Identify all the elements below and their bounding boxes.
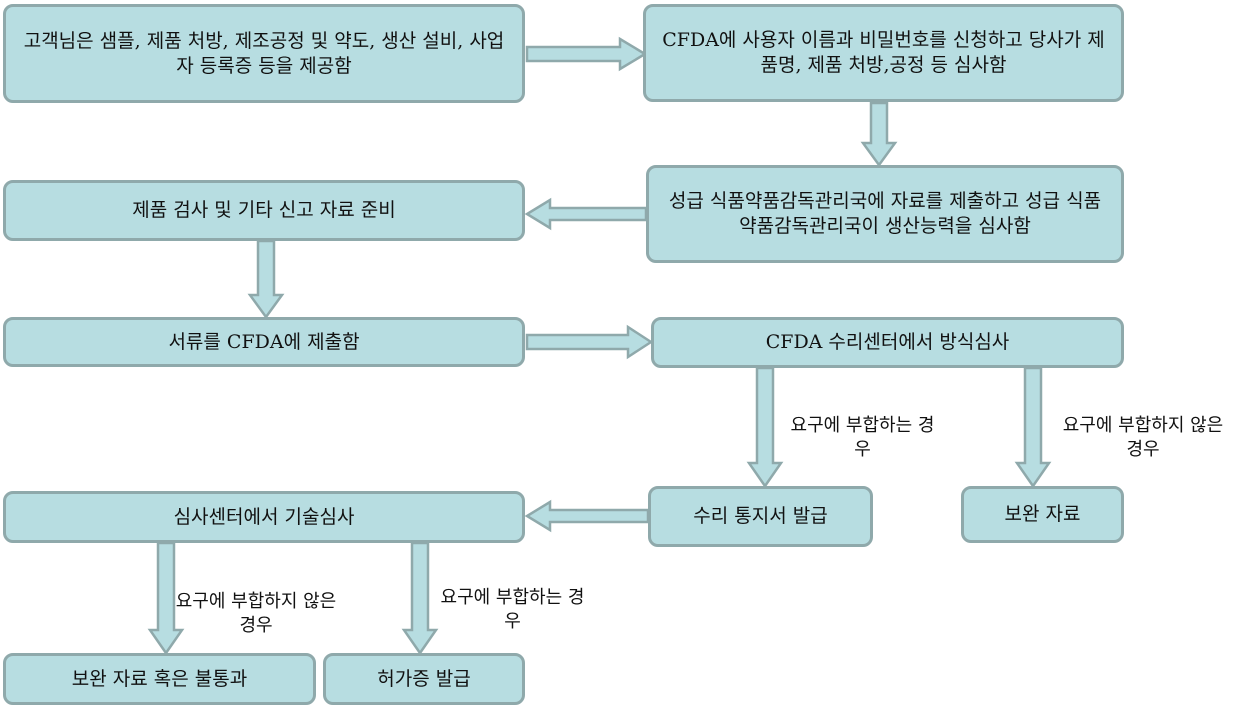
arrow-b9-to-b10 [147, 541, 185, 656]
arrow-b7-to-b9 [524, 499, 650, 533]
step-provincial-submission: 성급 식품약품감독관리국에 자료를 제출하고 성급 식품약품감독관리국이 생산능… [646, 165, 1124, 263]
step-technical-review: 심사센터에서 기술심사 [3, 491, 525, 543]
label-not-meet-requirements: 요구에 부합하지 않은 경우 [1062, 415, 1224, 461]
step-cfda-account-review: CFDA에 사용자 이름과 비밀번호를 신청하고 당사가 제품명, 제품 처방,… [643, 4, 1124, 102]
step-prepare-documents: 제품 검사 및 기타 신고 자료 준비 [3, 180, 525, 241]
step-submit-to-cfda: 서류를 CFDA에 제출함 [3, 317, 525, 367]
step-supplement-materials: 보완 자료 [961, 486, 1124, 543]
label-meets-requirements: 요구에 부합하는 경우 [790, 415, 935, 461]
step-supplement-or-fail: 보완 자료 혹은 불통과 [3, 653, 316, 705]
arrow-b9-to-b11 [401, 541, 439, 656]
arrow-b6-to-b7 [746, 366, 784, 489]
label-meets-requirements-2: 요구에 부합하는 경우 [440, 587, 585, 633]
step-provide-samples: 고객님은 샘플, 제품 처방, 제조공정 및 약도, 생산 설비, 사업자 등록… [3, 4, 525, 103]
arrow-b3-to-b4 [524, 197, 648, 231]
step-formal-review: CFDA 수리센터에서 방식심사 [651, 317, 1124, 368]
arrow-b1-to-b2 [525, 36, 648, 72]
step-license-issued: 허가증 발급 [323, 653, 525, 705]
label-not-meet-requirements-2: 요구에 부합하지 않은 경우 [175, 591, 337, 637]
step-acceptance-notice: 수리 통지서 발급 [648, 486, 873, 547]
arrow-b4-to-b5 [247, 239, 285, 320]
arrow-b5-to-b6 [525, 324, 654, 360]
arrow-b6-to-b8 [1014, 366, 1052, 489]
arrow-b2-to-b3 [860, 101, 898, 168]
